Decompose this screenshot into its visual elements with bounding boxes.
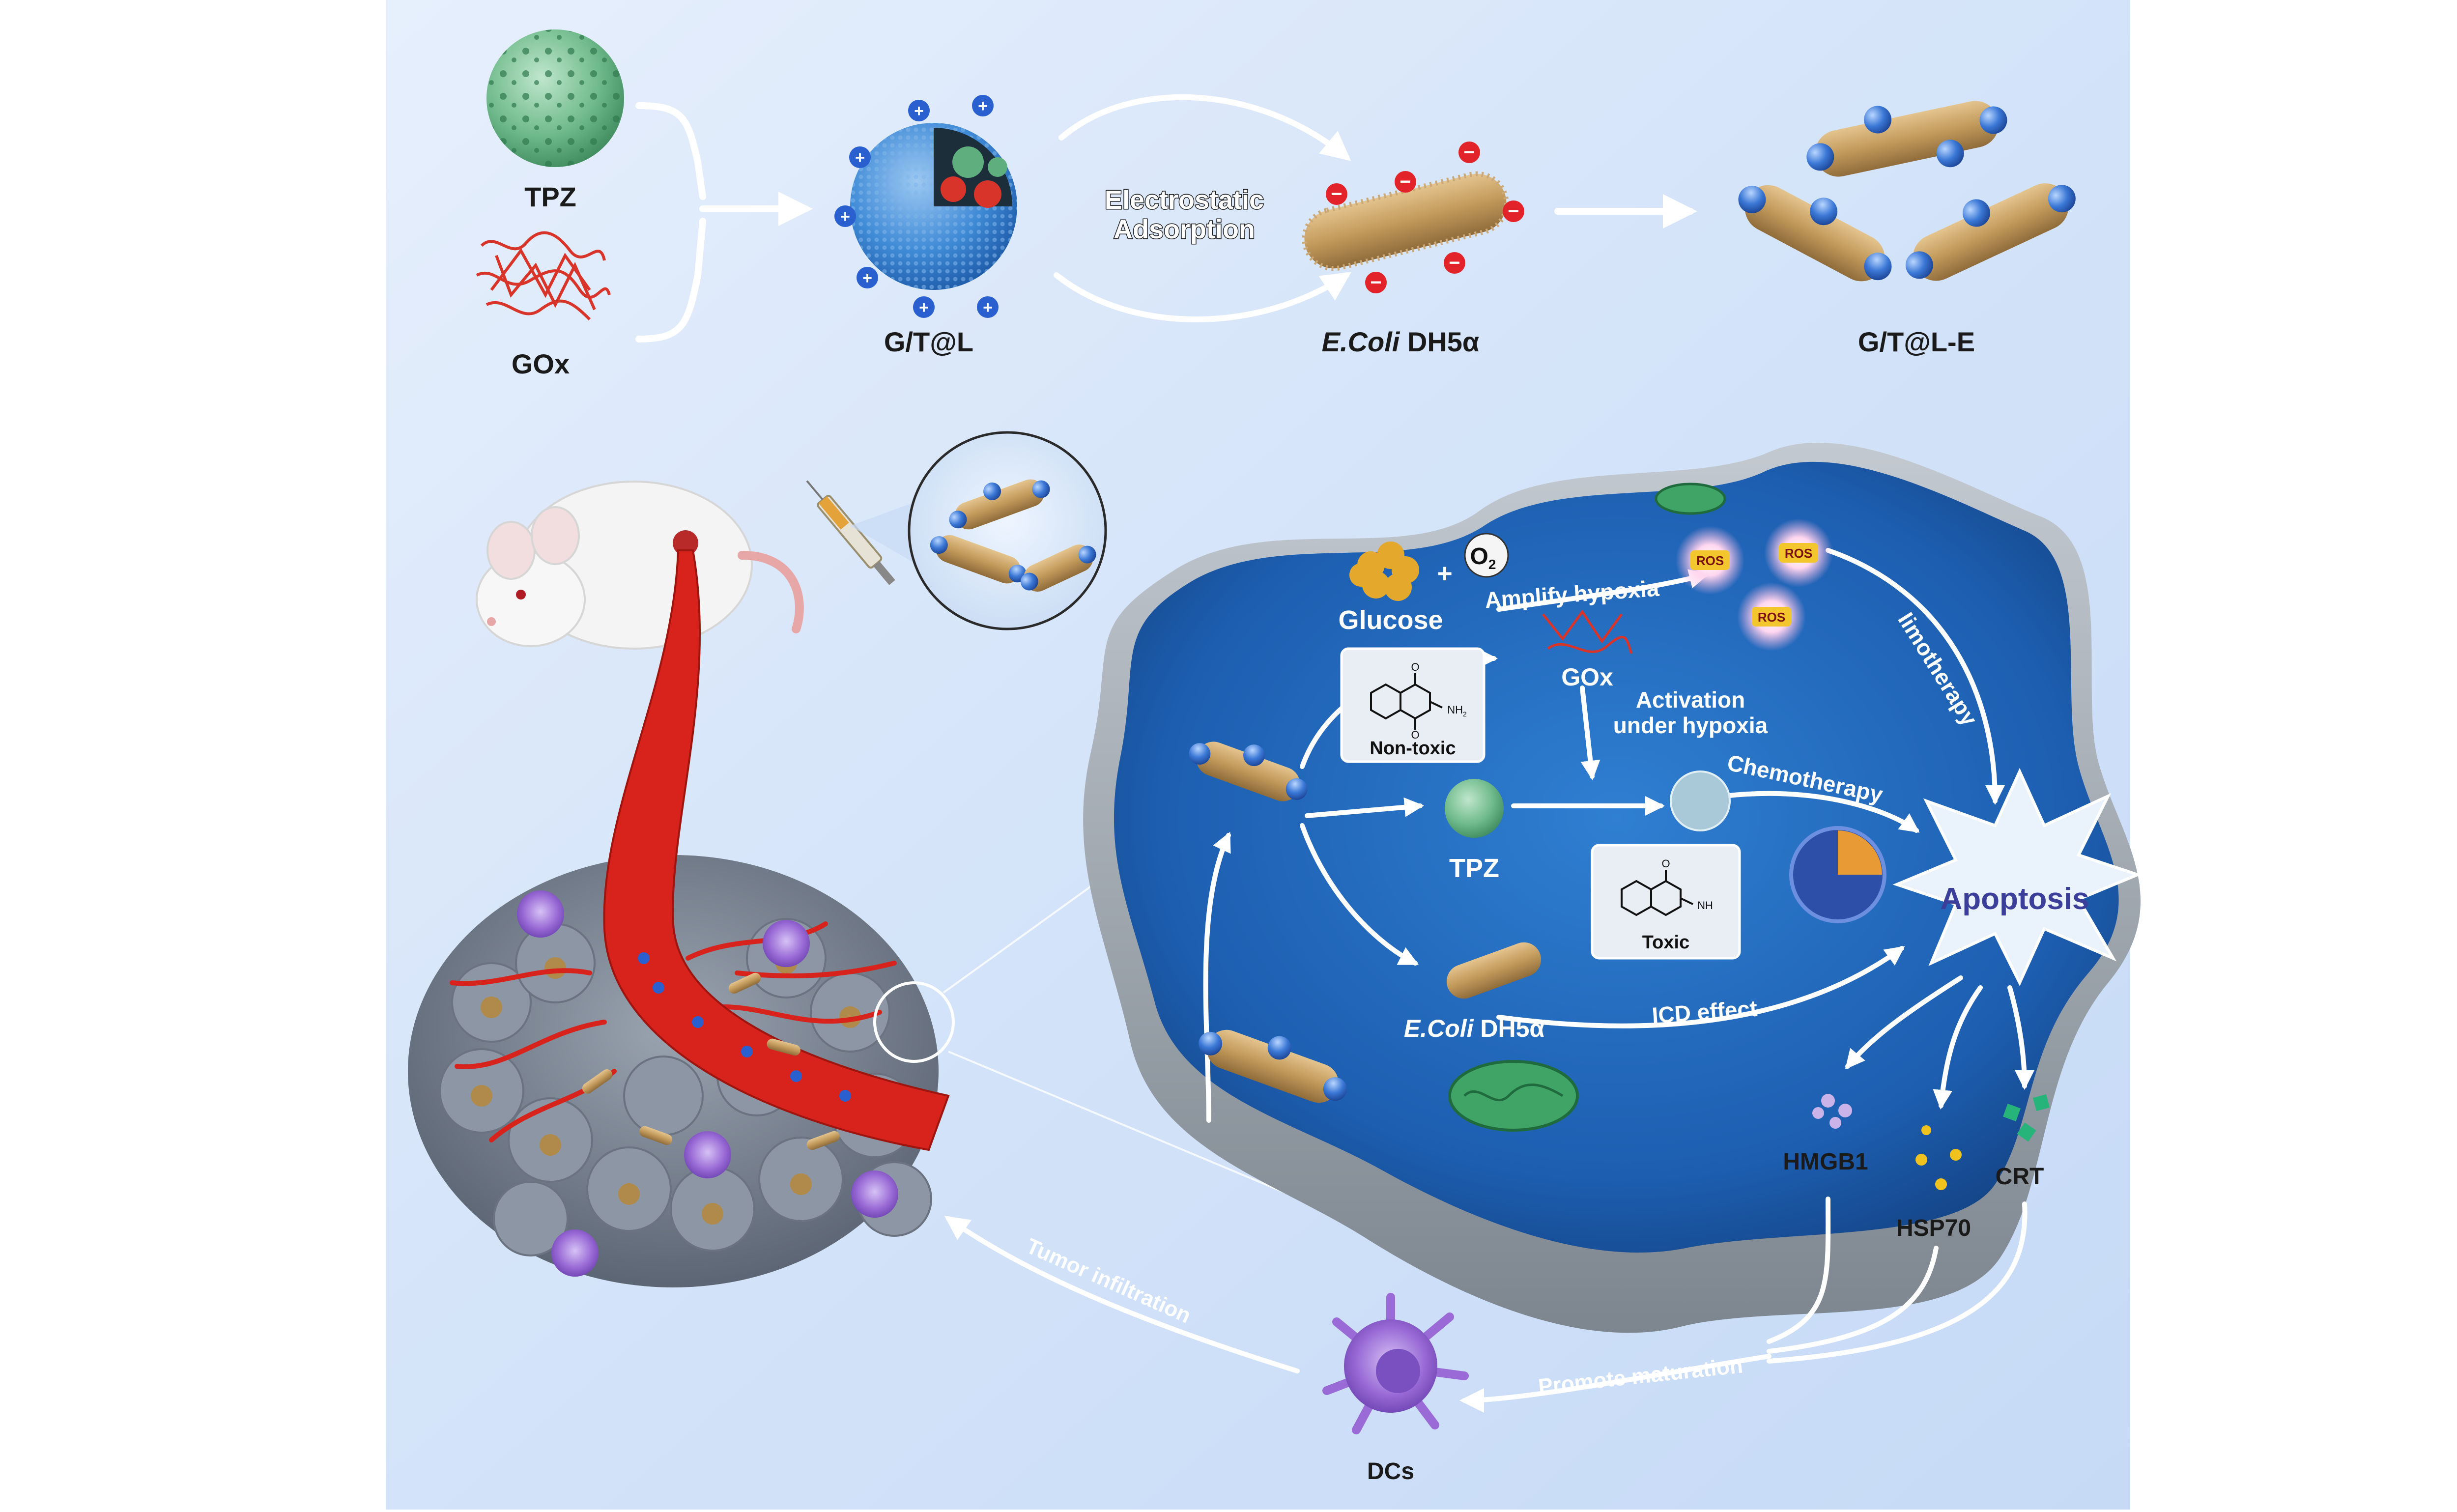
svg-text:+: + [840, 207, 850, 226]
liposome-label: G/T@L [884, 326, 973, 357]
glucose-label: Glucose [1338, 605, 1443, 635]
svg-text:−: − [1449, 252, 1460, 274]
tumor-mass-icon [408, 549, 950, 1287]
tumor-zoom-circle [873, 981, 955, 1063]
damp-arrows [1845, 975, 2034, 1110]
ros-label-2: ROS [1785, 546, 1812, 561]
svg-text:+: + [919, 298, 929, 317]
svg-text:+: + [978, 97, 988, 115]
o2-molecule [1464, 533, 1509, 578]
ecoli-label-top: E.Coli DH5α [1322, 326, 1480, 357]
zoom-bacteria-bubble [850, 431, 1107, 630]
tpz-label: TPZ [524, 181, 576, 212]
hmgb1-icon [1812, 1094, 1852, 1129]
glucose-icon [1349, 542, 1419, 601]
liposome-icon [850, 123, 1017, 290]
activation-label-line2: under hypoxia [1613, 713, 1768, 738]
ros-label-3: ROS [1758, 610, 1785, 625]
svg-text:O: O [1411, 661, 1419, 673]
gtle-bacterium-cell-edge [1199, 1029, 1347, 1103]
apoptosis-label: Apoptosis [1940, 882, 2089, 916]
blood-vessel [603, 549, 950, 1151]
mitochondrion-icon [1448, 1060, 1579, 1132]
tpz-cell-label: TPZ [1449, 854, 1499, 883]
gox-enzyme-icon [1542, 609, 1633, 654]
nucleus-icon [1789, 826, 1886, 923]
syringe-icon [806, 480, 895, 585]
positive-charge-markers: + + + + + + + [834, 95, 999, 318]
plus-sign: + [1437, 559, 1453, 588]
hmgb1-label: HMGB1 [1783, 1149, 1868, 1175]
crt-icon [2003, 1094, 2050, 1142]
nontoxic-label: Non-toxic [1370, 738, 1456, 759]
gox-protein-icon [476, 231, 611, 321]
gtle-label: G/T@L-E [1858, 326, 1975, 357]
svg-text:NH2: NH2 [1447, 704, 1467, 718]
svg-text:−: − [1463, 142, 1475, 163]
tpz-sphere-in-cell [1445, 779, 1504, 838]
svg-text:+: + [983, 298, 993, 317]
electrostatic-label-line1: Electrostatic [1105, 185, 1264, 215]
hsp70-label: HSP70 [1896, 1215, 1971, 1241]
svg-text:+: + [862, 269, 872, 287]
tpz-particle-icon [486, 29, 624, 167]
gtle-bacterium-in-cell [1189, 742, 1308, 801]
gox-cell-label: GOx [1561, 663, 1613, 691]
svg-text:−: − [1400, 171, 1411, 193]
nontoxic-tpz-structure-box: O O NH2 [1340, 647, 1486, 763]
ros-label-1: ROS [1696, 553, 1724, 568]
toxic-tpz-structure-box: O NH [1591, 844, 1741, 960]
svg-text:+: + [914, 102, 924, 120]
o2-label: O2 [1470, 543, 1496, 572]
crt-label: CRT [1996, 1164, 2044, 1190]
svg-text:−: − [1508, 200, 1519, 222]
toxic-label: Toxic [1642, 932, 1689, 953]
gtle-bacteria-cluster-icon [1738, 101, 2076, 282]
negative-charge-markers: − − − − − − [1326, 142, 1524, 293]
ecoli-bacterium-icon [1302, 171, 1509, 271]
electrostatic-arrows [1054, 94, 1351, 322]
ros-bursts [1676, 518, 1833, 651]
svg-text:+: + [855, 148, 865, 167]
svg-text:O: O [1411, 729, 1419, 741]
ecoli-bacterium-in-cell [1446, 942, 1542, 999]
dcs-label: DCs [1367, 1458, 1414, 1484]
apoptosis-burst [1892, 768, 2142, 986]
activated-tpz-sphere [1670, 770, 1731, 831]
mitochondrion-top-icon [1655, 483, 1726, 515]
dendritic-cell-icon [1322, 1293, 1469, 1434]
ecoli-cell-label: E.Coli DH5α [1404, 1015, 1545, 1042]
hsp70-icon [1915, 1125, 1962, 1190]
svg-text:NH: NH [1697, 899, 1713, 912]
electrostatic-label-line2: Adsorption [1114, 215, 1255, 244]
activation-label-line1: Activation [1636, 687, 1745, 713]
gox-label: GOx [512, 348, 570, 379]
maturation-arrows [944, 1197, 2028, 1413]
merge-bracket-arrow [635, 102, 813, 342]
svg-text:O: O [1661, 857, 1670, 870]
svg-text:−: − [1370, 272, 1381, 293]
svg-text:−: − [1331, 183, 1342, 205]
